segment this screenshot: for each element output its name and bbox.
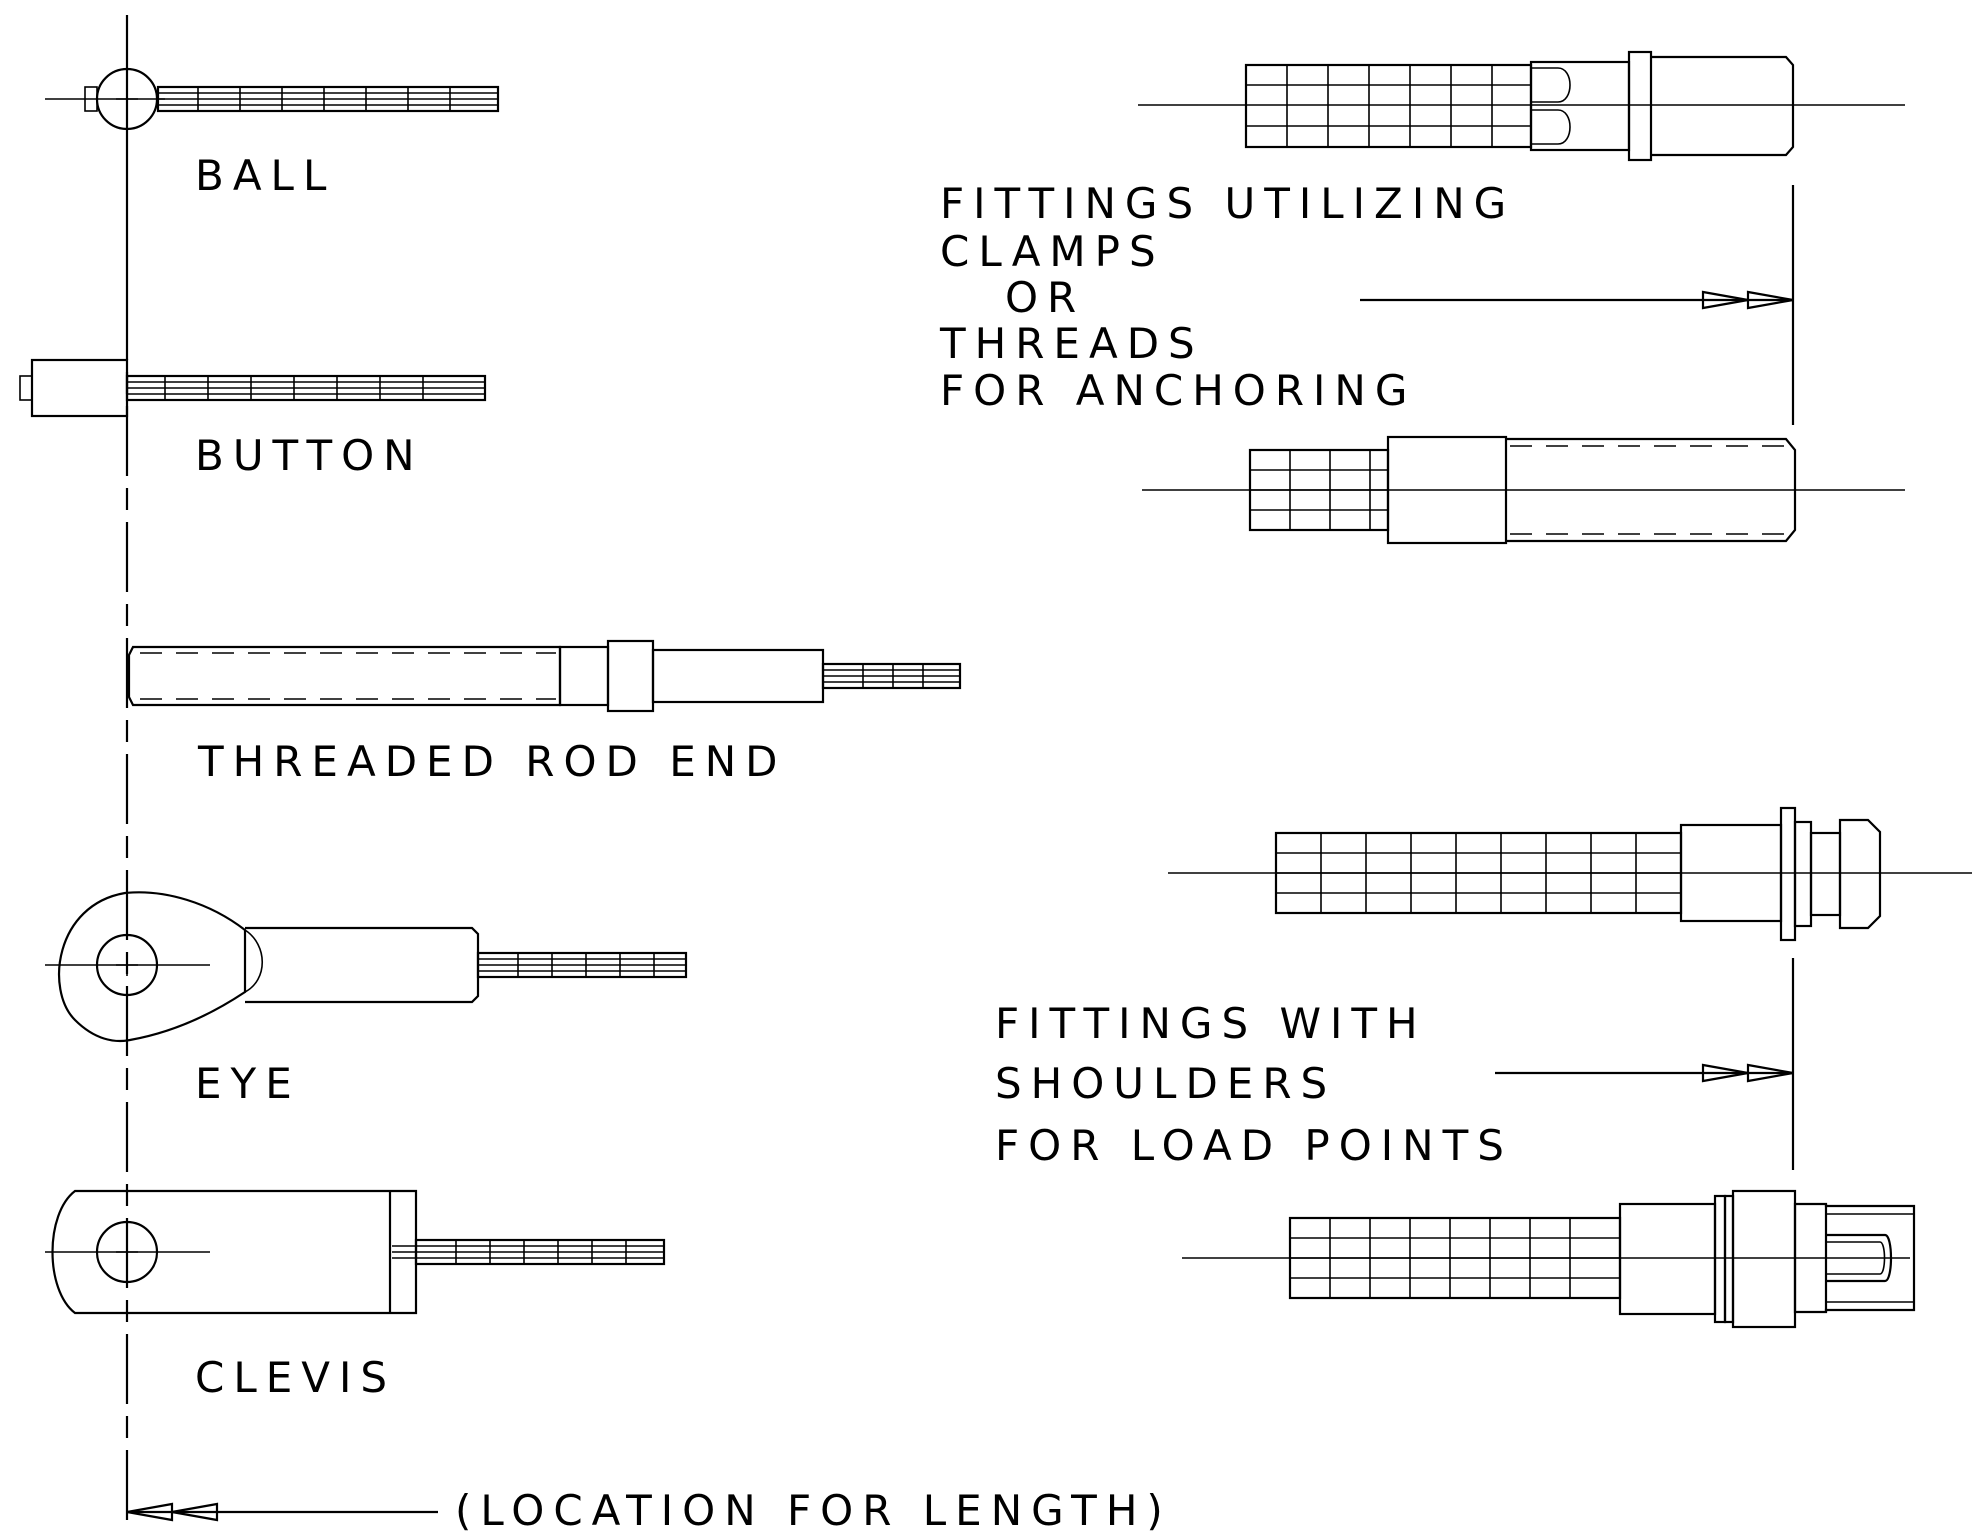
note-line: THREADS	[939, 319, 1204, 368]
clamps-threads-arrow	[1360, 185, 1795, 425]
threaded-rod-end-fitting	[127, 639, 962, 713]
note-line: FOR LOAD POINTS	[995, 1121, 1513, 1170]
location-for-length-label: (LOCATION FOR LENGTH)	[455, 1486, 1172, 1535]
shoulders-arrow	[1495, 958, 1795, 1170]
button-fitting	[19, 358, 487, 418]
note-line: OR	[1005, 273, 1085, 322]
eye-label: EYE	[195, 1059, 301, 1108]
shoulders-note: FITTINGS WITH SHOULDERS FOR LOAD POINTS	[995, 999, 1513, 1170]
clamp-fitting-top	[1138, 50, 1905, 162]
clevis-label: CLEVIS	[195, 1353, 396, 1402]
note-line: CLAMPS	[940, 227, 1165, 276]
note-line: FITTINGS WITH	[995, 999, 1427, 1048]
eye-fitting	[45, 891, 688, 1043]
clamps-threads-note: FITTINGS UTILIZING CLAMPS OR THREADS FOR…	[939, 179, 1515, 415]
note-line: SHOULDERS	[995, 1059, 1336, 1108]
shoulder-fitting-bottom	[1182, 1189, 1916, 1329]
location-for-length-arrow	[126, 1502, 438, 1522]
shoulder-fitting-top	[1168, 806, 1972, 942]
note-line: FOR ANCHORING	[940, 366, 1416, 415]
threaded-rod-end-label: THREADED ROD END	[197, 737, 787, 786]
button-label: BUTTON	[195, 431, 424, 480]
threaded-fitting	[1142, 435, 1905, 545]
clevis-fitting	[45, 1189, 666, 1315]
ball-label: BALL	[195, 151, 335, 200]
ball-fitting	[45, 67, 500, 131]
note-line: FITTINGS UTILIZING	[940, 179, 1515, 228]
